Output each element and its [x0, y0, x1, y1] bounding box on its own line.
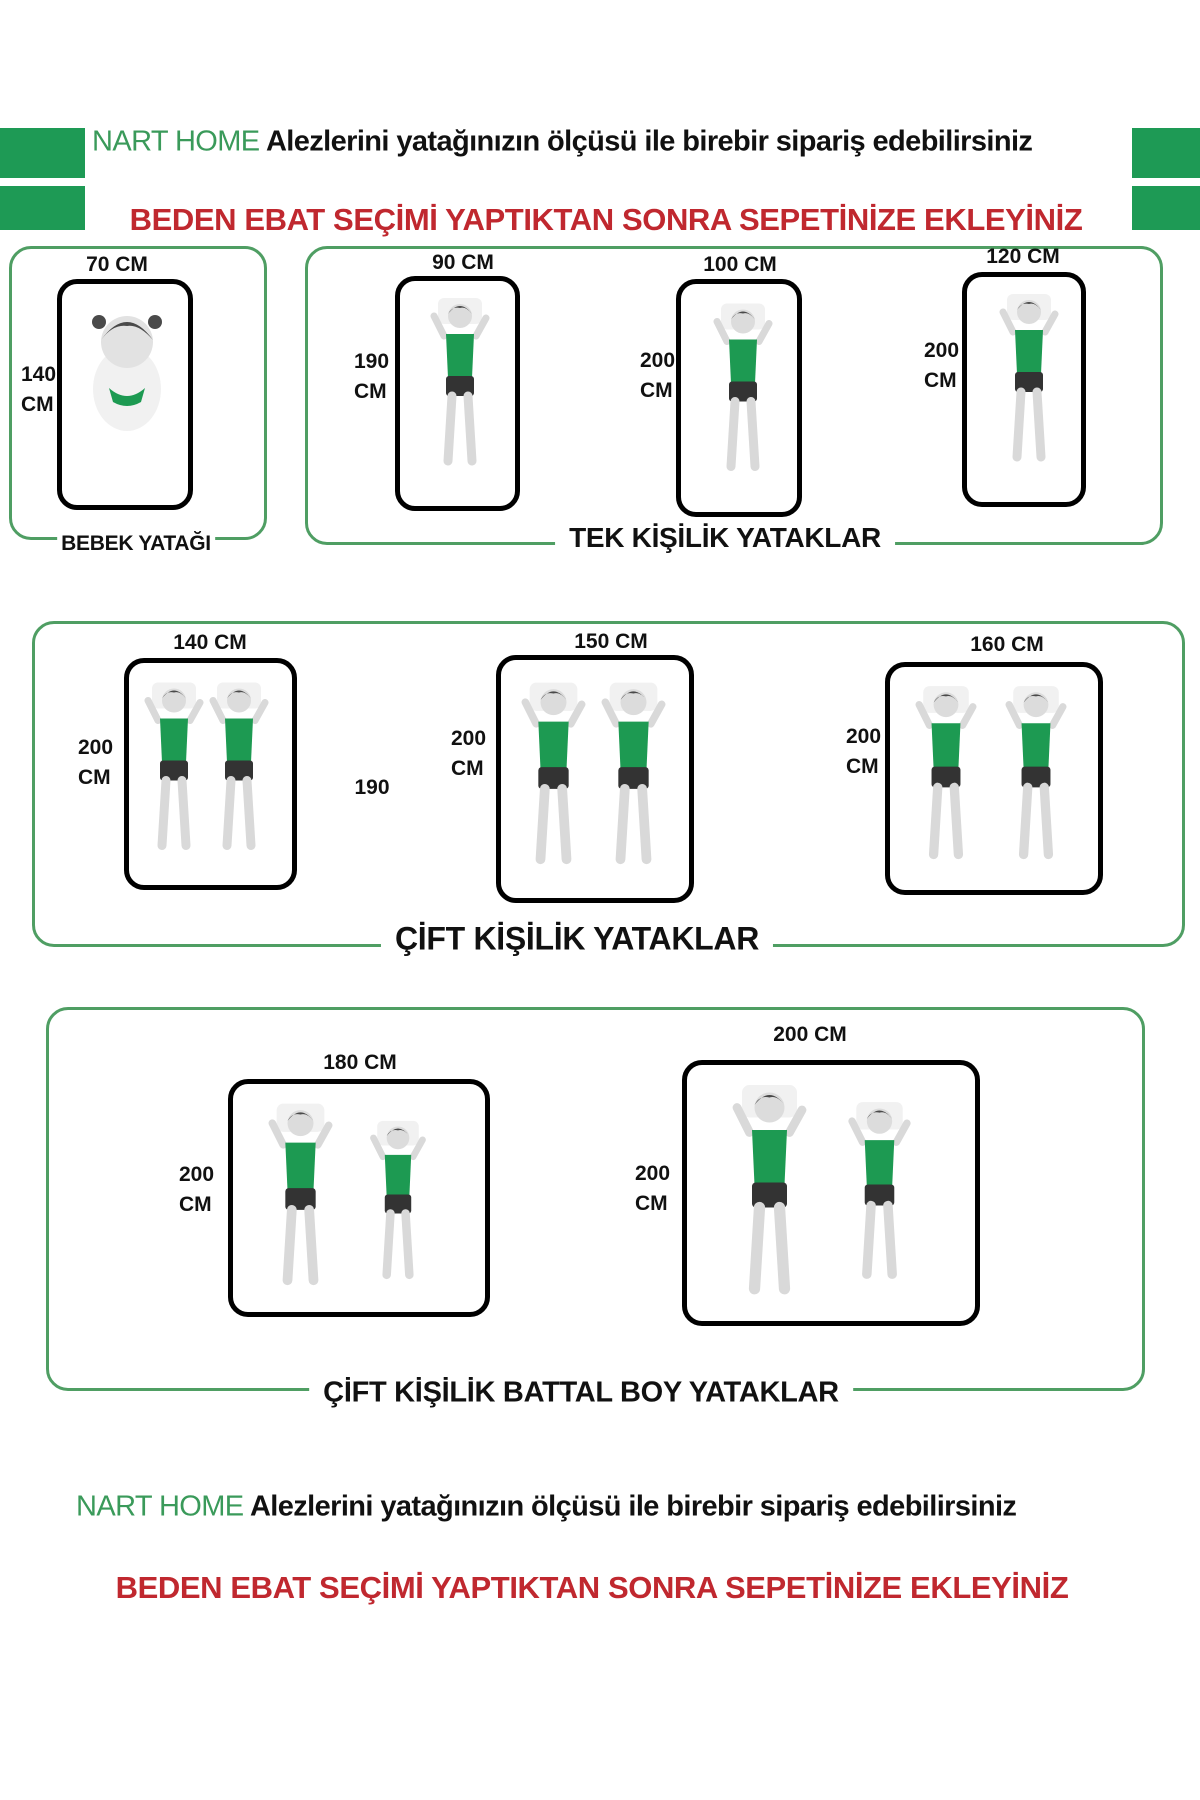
bed-120x200 — [962, 272, 1086, 507]
bed-width-label: 70 CM — [86, 253, 148, 276]
bed-width-label: 140 CM — [173, 631, 247, 654]
green-decor-block — [1132, 186, 1200, 230]
length-value: 200 — [640, 349, 676, 372]
length-value: 190 — [354, 350, 390, 373]
footer-tagline: NART HOME Alezlerini yatağınızın ölçüsü … — [76, 1490, 1017, 1524]
person-icon — [713, 299, 773, 484]
extra-note-label: 190 — [354, 776, 390, 799]
bed-width-label: 150 CM — [574, 630, 648, 653]
header-notice: BEDEN EBAT SEÇİMİ YAPTIKTAN SONRA SEPETİ… — [129, 202, 1083, 237]
green-decor-block — [0, 186, 85, 230]
green-decor-block — [1132, 128, 1200, 178]
length-unit: CM — [451, 757, 484, 780]
bed-width-label: 90 CM — [432, 251, 494, 274]
person-icon — [368, 1119, 428, 1289]
length-value: 140 — [21, 363, 57, 386]
bed-width-label: 120 CM — [986, 245, 1060, 268]
person-icon — [915, 682, 977, 872]
length-unit: CM — [179, 1193, 212, 1216]
person-icon — [732, 1080, 807, 1310]
group-label-single: TEK KİŞİLİK YATAKLAR — [555, 522, 895, 554]
tagline-text: Alezlerini yatağınızın ölçüsü ile birebi… — [265, 125, 1033, 158]
group-label-double: ÇİFT KİŞİLİK YATAKLAR — [380, 920, 774, 958]
length-unit: CM — [21, 393, 54, 416]
bed-160x200 — [885, 662, 1103, 895]
length-value: 200 — [78, 736, 114, 759]
bed-width-label: 160 CM — [970, 633, 1044, 656]
length-value: 200 — [179, 1163, 215, 1186]
bed-width-label: 200 CM — [773, 1023, 847, 1046]
green-decor-block — [0, 128, 85, 178]
header-tagline: NART HOME Alezlerini yatağınızın ölçüsü … — [92, 125, 1033, 159]
person-icon — [521, 678, 586, 878]
bed-width-label: 100 CM — [703, 253, 777, 276]
footer-notice: BEDEN EBAT SEÇİMİ YAPTIKTAN SONRA SEPETİ… — [115, 1570, 1069, 1605]
length-value: 200 — [924, 339, 960, 362]
length-unit: CM — [640, 379, 673, 402]
length-value: 200 — [846, 725, 882, 748]
group-label-kingsize: ÇİFT KİŞİLİK BATTAL BOY YATAKLAR — [309, 1376, 853, 1410]
person-icon — [430, 296, 490, 476]
length-unit: CM — [354, 380, 387, 403]
length-unit: CM — [924, 369, 957, 392]
bed-90x190 — [395, 276, 520, 511]
person-icon — [847, 1100, 912, 1290]
baby-icon — [87, 304, 167, 434]
person-icon — [601, 678, 666, 878]
length-unit: CM — [78, 766, 111, 789]
tagline-text: Alezlerini yatağınızın ölçüsü ile birebi… — [249, 1490, 1017, 1523]
length-value: 200 — [451, 727, 487, 750]
brand-name: NART HOME — [76, 1490, 244, 1523]
length-value: 200 — [635, 1162, 671, 1185]
length-unit: CM — [635, 1192, 668, 1215]
bed-140x200 — [124, 658, 297, 890]
bed-180x200 — [228, 1079, 490, 1317]
brand-name: NART HOME — [92, 125, 260, 158]
bed-width-label: 180 CM — [323, 1051, 397, 1074]
bed-200x200 — [682, 1060, 980, 1326]
person-icon — [268, 1099, 333, 1299]
bed-100x200 — [676, 279, 802, 517]
person-icon — [144, 678, 204, 863]
person-icon — [1005, 682, 1067, 872]
length-unit: CM — [846, 755, 879, 778]
group-label-baby: BEBEK YATAĞI — [57, 532, 215, 556]
person-icon — [209, 678, 269, 863]
bed-150x200 — [496, 655, 694, 903]
bed-70x140 — [57, 279, 193, 510]
person-icon — [999, 292, 1059, 472]
